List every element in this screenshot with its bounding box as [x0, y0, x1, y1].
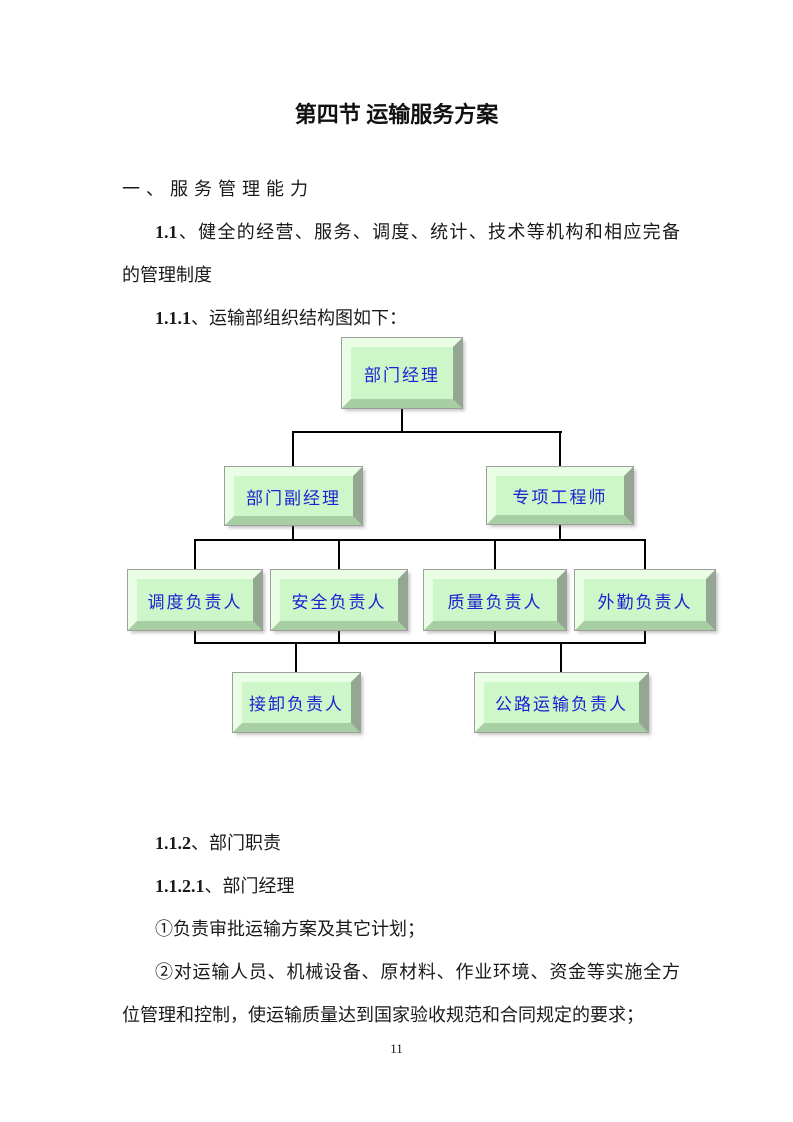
connector-line [338, 630, 340, 644]
connector-line [194, 630, 196, 644]
connector-line [559, 431, 561, 467]
connector-line [494, 630, 496, 644]
connector-line [560, 642, 562, 673]
line-text: 、部门经理 [204, 876, 295, 896]
line-text: ①负责审批运输方案及其它计划； [155, 919, 425, 939]
page-title: 第四节 运输服务方案 [294, 102, 499, 127]
connector-line [194, 539, 196, 570]
org-node-dispatch-lead: 调度负责人 [127, 569, 263, 631]
connector-line [194, 642, 646, 644]
text-block-bottom: 1.1.2、部门职责 1.1.2.1、部门经理 ①负责审批运输方案及其它计划； … [122, 822, 680, 1037]
connector-line [401, 408, 403, 433]
line-text: 、运输部组织结构图如下： [191, 308, 407, 328]
page-number: 11 [390, 1041, 403, 1056]
line-number-prefix: 1.1.1 [155, 308, 191, 328]
org-node-field-lead: 外勤负责人 [574, 569, 716, 631]
connector-line [292, 431, 562, 433]
paragraph-line: ①负责审批运输方案及其它计划； [122, 908, 680, 951]
text-block-top: 一、服务管理能力 1.1、健全的经营、服务、调度、统计、技术等机构和相应完备 的… [122, 168, 680, 340]
connector-line [494, 539, 496, 570]
org-node-label: 安全负责人 [291, 592, 387, 612]
connector-line [194, 539, 646, 541]
line-text: 、部门职责 [191, 833, 281, 853]
org-node-label: 外勤负责人 [597, 592, 693, 612]
connector-line [644, 539, 646, 570]
connector-line [295, 642, 297, 673]
connector-line [292, 431, 294, 467]
org-node-label: 专项工程师 [512, 488, 608, 507]
connector-line [644, 630, 646, 644]
paragraph-line: 一、服务管理能力 [122, 168, 680, 211]
org-node-handling-lead: 接卸负责人 [232, 672, 361, 733]
connector-line [292, 525, 294, 541]
line-number-prefix: 1.1.2 [155, 833, 191, 853]
org-node-manager: 部门经理 [341, 337, 463, 409]
connector-line [338, 539, 340, 570]
paragraph-line: ②对运输人员、机械设备、原材料、作业环境、资金等实施全方 [122, 951, 680, 994]
org-node-quality-lead: 质量负责人 [423, 569, 567, 631]
org-node-label: 质量负责人 [447, 592, 543, 612]
org-node-road-transport-lead: 公路运输负责人 [474, 672, 649, 733]
paragraph-line: 1.1、健全的经营、服务、调度、统计、技术等机构和相应完备 [122, 211, 680, 254]
org-node-safety-lead: 安全负责人 [270, 569, 408, 631]
line-text: 的管理制度 [122, 265, 212, 285]
org-node-deputy-manager: 部门副经理 [224, 466, 363, 526]
paragraph-line: 1.1.2、部门职责 [122, 822, 680, 865]
paragraph-line: 位管理和控制，使运输质量达到国家验收规范和合同规定的要求； [122, 994, 680, 1037]
line-number-prefix: 1.1 [155, 222, 178, 242]
line-text: ②对运输人员、机械设备、原材料、作业环境、资金等实施全方 [155, 962, 680, 982]
line-text: 一、服务管理能力 [122, 179, 314, 199]
org-node-label: 部门副经理 [246, 488, 341, 508]
paragraph-line: 1.1.1、运输部组织结构图如下： [122, 297, 680, 340]
org-node-project-engineer: 专项工程师 [486, 466, 634, 525]
paragraph-line: 的管理制度 [122, 254, 680, 297]
line-text: 、健全的经营、服务、调度、统计、技术等机构和相应完备 [177, 222, 681, 242]
org-node-label: 接卸负责人 [249, 695, 344, 714]
connector-line [559, 524, 561, 541]
org-node-label: 调度负责人 [147, 592, 243, 612]
paragraph-line: 1.1.2.1、部门经理 [122, 865, 680, 908]
line-number-prefix: 1.1.2.1 [155, 876, 205, 896]
org-node-label: 公路运输负责人 [495, 695, 628, 714]
line-text: 位管理和控制，使运输质量达到国家验收规范和合同规定的要求； [122, 1005, 644, 1025]
org-node-label: 部门经理 [364, 365, 440, 385]
